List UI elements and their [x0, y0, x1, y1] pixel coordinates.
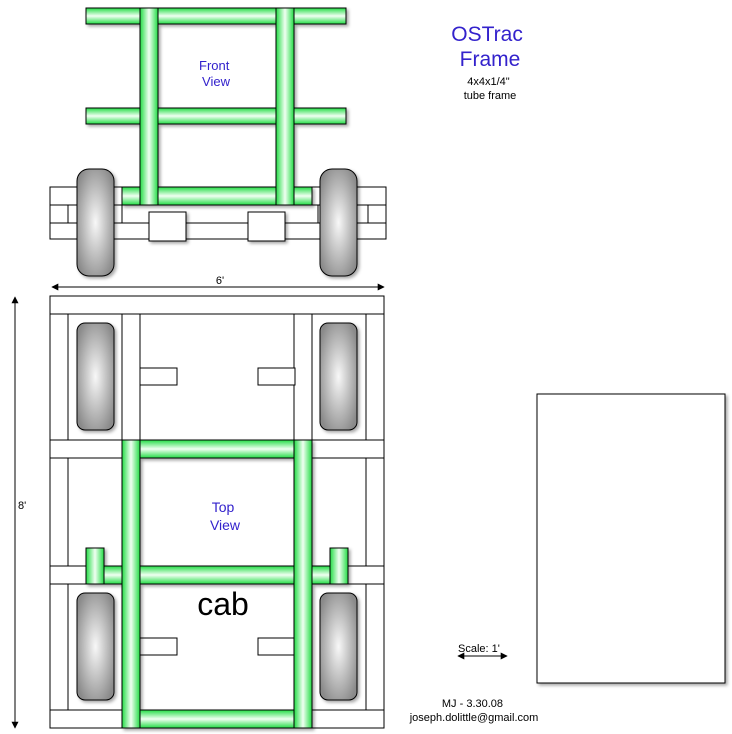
front-view-label: Front View	[199, 58, 233, 89]
top-wheel-rear-right	[319, 592, 358, 701]
top-view-label: Top View	[210, 499, 241, 533]
length-dimension: 8'	[11, 296, 26, 729]
front-diff-right	[247, 211, 286, 242]
width-dimension: 6'	[51, 275, 385, 291]
cab-label: cab	[197, 586, 249, 622]
top-wheel-rear-left	[76, 592, 115, 701]
top-wheel-front-right	[319, 322, 358, 431]
front-wheel-left	[76, 168, 115, 277]
front-diff-left	[148, 211, 187, 242]
scale-label: Scale: 1'	[458, 643, 500, 655]
front-green-frame	[85, 7, 347, 206]
front-wheel-right	[319, 168, 358, 277]
length-label: 8'	[18, 500, 26, 512]
front-view: Front View	[49, 7, 387, 277]
subtitle: 4x4x1/4" tube frame	[464, 76, 517, 102]
top-green-frame	[85, 439, 349, 729]
page-outline	[536, 393, 726, 684]
author-block: MJ - 3.30.08 joseph.dolittle@gmail.com	[409, 698, 539, 724]
title-block: OSTrac Frame 4x4x1/4" tube frame	[451, 23, 528, 102]
title: OSTrac Frame	[451, 23, 528, 71]
scale-indicator: Scale: 1'	[457, 643, 508, 660]
top-view: Top View cab	[49, 295, 385, 729]
width-label: 6'	[216, 275, 224, 287]
top-wheel-front-left	[76, 322, 115, 431]
